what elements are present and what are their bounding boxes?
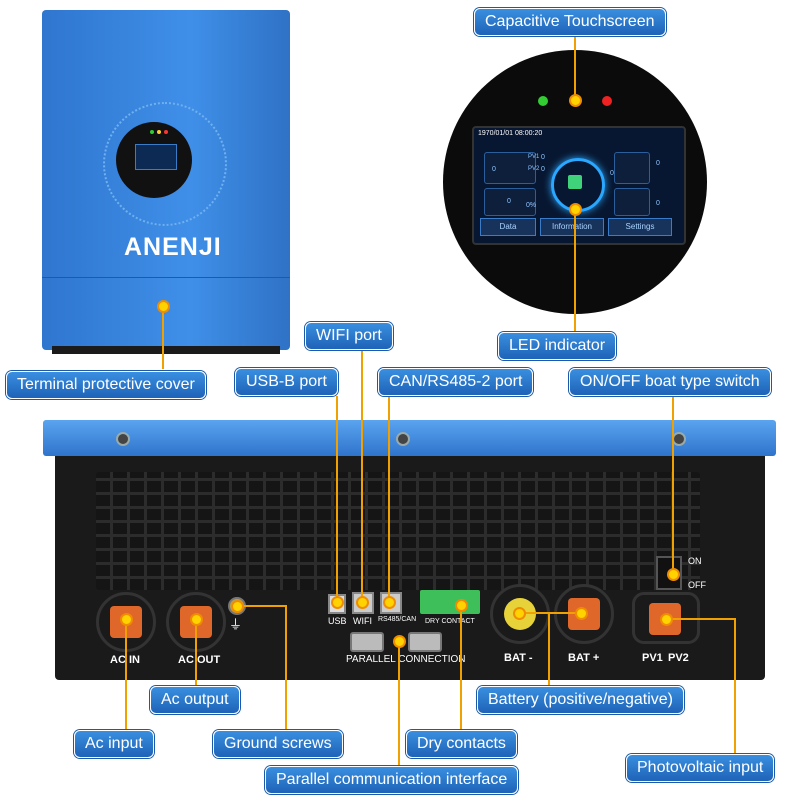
leader-dot bbox=[190, 613, 203, 626]
screen-tile-battery bbox=[484, 188, 536, 216]
vent-grille bbox=[96, 472, 700, 590]
screen-tile-pv bbox=[484, 152, 536, 184]
leader-line bbox=[285, 605, 287, 731]
parallel-port-1 bbox=[350, 632, 384, 652]
screen-datetime: 1970/01/01 08:00:20 bbox=[478, 130, 543, 137]
wifi-label: WIFI bbox=[353, 616, 372, 626]
inverter-front-seam bbox=[42, 277, 290, 278]
screen-readout: 0 bbox=[541, 166, 545, 173]
led-green bbox=[538, 96, 548, 106]
ground-symbol-icon: ⏚ bbox=[229, 618, 243, 633]
callout-parallel-interface: Parallel communication interface bbox=[265, 766, 519, 794]
screen-pv-label-1: PV1 bbox=[528, 154, 540, 160]
ac-out-label: AC OUT bbox=[178, 654, 221, 666]
leader-line bbox=[125, 618, 127, 730]
leader-dot bbox=[157, 300, 170, 313]
screen-button-information[interactable]: Information bbox=[540, 218, 604, 236]
leader-line bbox=[574, 208, 576, 334]
leader-dot bbox=[120, 613, 133, 626]
leader-line bbox=[195, 618, 197, 690]
cover-screw-icon bbox=[672, 432, 686, 446]
leader-dot bbox=[383, 596, 396, 609]
rs485-label: RS485/CAN bbox=[378, 616, 417, 623]
dry-contact-terminal bbox=[420, 590, 480, 614]
leader-line bbox=[460, 604, 462, 730]
screen-readout: 0 bbox=[507, 198, 511, 205]
leader-dot bbox=[569, 94, 582, 107]
switch-on-label: ON bbox=[688, 556, 702, 566]
leader-line bbox=[361, 346, 363, 598]
mini-screen bbox=[135, 144, 177, 170]
screen-readout: 0 bbox=[656, 160, 660, 167]
mini-led-green bbox=[150, 130, 154, 134]
bat-pos-label: BAT + bbox=[568, 652, 600, 664]
cover-screw-icon bbox=[396, 432, 410, 446]
leader-dot bbox=[513, 607, 526, 620]
screen-button-data[interactable]: Data bbox=[480, 218, 536, 236]
callout-dry-contacts: Dry contacts bbox=[406, 730, 517, 758]
callout-capacitive-touchscreen: Capacitive Touchscreen bbox=[474, 8, 666, 36]
callout-onoff-switch: ON/OFF boat type switch bbox=[569, 368, 771, 396]
leader-dot bbox=[331, 596, 344, 609]
leader-line bbox=[672, 396, 674, 574]
callout-ground-screws: Ground screws bbox=[213, 730, 343, 758]
dry-contact-label: DRY CONTACT bbox=[425, 618, 475, 625]
mini-led-yellow bbox=[157, 130, 161, 134]
screen-readout: 0 bbox=[492, 166, 496, 173]
screen-readout: 0 bbox=[656, 200, 660, 207]
switch-off-label: OFF bbox=[688, 580, 706, 590]
leader-dot bbox=[667, 568, 680, 581]
bat-neg-label: BAT - bbox=[504, 652, 533, 664]
leader-dot bbox=[575, 607, 588, 620]
screen-battery-icon bbox=[568, 175, 582, 189]
leader-line bbox=[398, 640, 400, 768]
leader-line bbox=[734, 618, 736, 754]
led-red bbox=[602, 96, 612, 106]
usb-label: USB bbox=[328, 616, 347, 626]
mini-led-red bbox=[164, 130, 168, 134]
screen-readout: 0 bbox=[541, 154, 545, 161]
leader-dot bbox=[356, 596, 369, 609]
leader-dot bbox=[455, 599, 468, 612]
callout-pv-input: Photovoltaic input bbox=[626, 754, 775, 782]
leader-dot bbox=[231, 600, 244, 613]
callout-wifi-port: WIFI port bbox=[305, 322, 393, 350]
leader-line bbox=[162, 305, 164, 369]
leader-line bbox=[236, 605, 286, 607]
screen-button-settings[interactable]: Settings bbox=[608, 218, 672, 236]
leader-line bbox=[548, 612, 550, 686]
leader-line bbox=[336, 396, 338, 598]
leader-dot bbox=[569, 203, 582, 216]
callout-usb-b-port: USB-B port bbox=[235, 368, 338, 396]
screen-tile-grid bbox=[614, 152, 650, 184]
parallel-port-2 bbox=[408, 632, 442, 652]
ac-in-label: AC IN bbox=[110, 654, 140, 666]
leader-line bbox=[665, 618, 735, 620]
callout-led-indicator: LED indicator bbox=[498, 332, 617, 360]
parallel-label: PARALLEL CONNECTION bbox=[346, 654, 466, 665]
inverter-front-base bbox=[52, 346, 280, 354]
bat-neg-connector bbox=[490, 584, 550, 644]
leader-dot bbox=[660, 613, 673, 626]
screen-tile-load bbox=[614, 188, 650, 216]
leader-line bbox=[574, 32, 576, 98]
leader-line bbox=[388, 396, 390, 598]
cover-screw-icon bbox=[116, 432, 130, 446]
pv1-label: PV1 bbox=[642, 652, 663, 664]
leader-dot bbox=[393, 635, 406, 648]
callout-ac-input: Ac input bbox=[74, 730, 154, 758]
callout-battery: Battery (positive/negative) bbox=[477, 686, 684, 714]
callout-ac-output: Ac output bbox=[150, 686, 240, 714]
callout-can-rs485-port: CAN/RS485-2 port bbox=[378, 368, 534, 396]
screen-readout: 0% bbox=[526, 202, 537, 209]
brand-logo: ANENJI bbox=[124, 233, 222, 261]
screen-pv-label-2: PV2 bbox=[528, 166, 540, 172]
display-ring bbox=[103, 102, 227, 226]
pv2-label: PV2 bbox=[668, 652, 689, 664]
callout-terminal-cover: Terminal protective cover bbox=[6, 371, 206, 399]
screen-readout: 0 bbox=[610, 170, 614, 177]
